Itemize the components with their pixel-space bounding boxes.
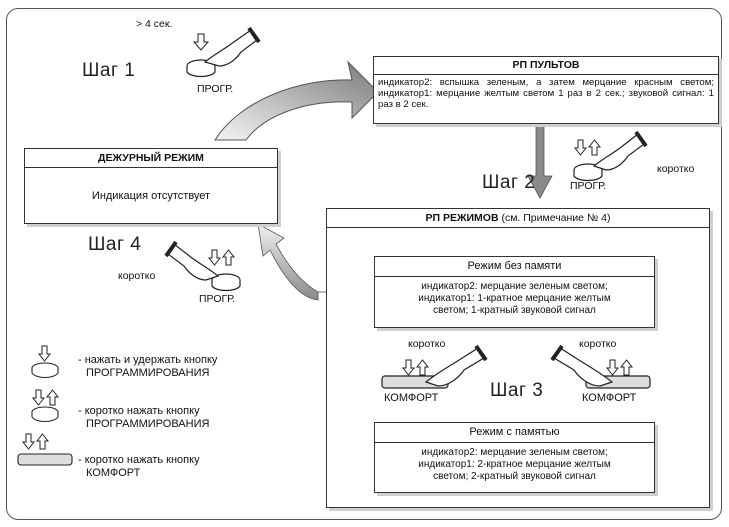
rp-rezhimov-title-rest: (см. Примечание № 4) (498, 212, 611, 224)
progr-label-2: ПРОГР. (570, 180, 607, 192)
rezhim-s-pamyatyu-line2: индикатор1: 2-кратное мерцание желтым (418, 459, 611, 470)
legend-item-2: - коротко нажать кнопку ПРОГРАММИРОВАНИЯ (78, 405, 209, 431)
rezhim-bez-pamyati-line1: индикатор2: мерцание зеленым светом; (421, 281, 608, 292)
step3-label: Шаг 3 (490, 380, 544, 401)
round-button-press-icon (31, 389, 60, 423)
legend-3-line2: КОМФОРТ (86, 467, 141, 479)
long-button-press-icon (17, 433, 73, 466)
rezhim-bez-pamyati-box: Режим без памяти индикатор2: мерцание зе… (374, 256, 655, 328)
step3-right-press-hand-icon (550, 344, 651, 389)
korotko-label-3-left: коротко (408, 338, 446, 350)
dezhurny-text: Индикация отсутствует (91, 190, 211, 202)
rezhim-s-pamyatyu-line3: светом; 2-кратный звуковой сигнал (433, 471, 596, 482)
round-button-hold-icon (31, 345, 59, 379)
legend-1-line2: ПРОГРАММИРОВАНИЯ (86, 367, 210, 379)
progr-label-4: ПРОГР. (199, 293, 236, 305)
rp-pultov-text: индикатор2: вспышка зеленым, а затем мер… (378, 77, 714, 110)
legend-item-1: - нажать и удержать кнопку ПРОГРАММИРОВА… (78, 354, 217, 380)
step1-label: Шаг 1 (82, 60, 136, 81)
gt4sec-label: > 4 сек. (136, 18, 173, 30)
komfort-label-right: КОМФОРТ (582, 392, 637, 404)
rp-pultov-title: РП ПУЛЬТОВ (374, 57, 718, 75)
step1-hold-hand-icon (186, 26, 261, 78)
step2-label: Шаг 2 (482, 172, 536, 193)
rezhim-s-pamyatyu-line1: индикатор2: мерцание зеленым светом; (421, 447, 608, 458)
korotko-label-3-right: коротко (579, 338, 617, 350)
legend-item-3: - коротко нажать кнопку КОМФОРТ (78, 454, 200, 480)
dezhurny-box: ДЕЖУРНЫЙ РЕЖИМ Индикация отсутствует (24, 148, 278, 224)
legend-2-line1: - коротко нажать кнопку (78, 405, 200, 417)
dezhurny-title: ДЕЖУРНЫЙ РЕЖИМ (25, 149, 277, 168)
legend-3-line1: - коротко нажать кнопку (78, 454, 200, 466)
rezhim-s-pamyatyu-title: Режим с памятью (375, 423, 654, 443)
legend-1-line1: - нажать и удержать кнопку (78, 354, 218, 366)
step4-label: Шаг 4 (88, 234, 142, 255)
korotko-label-4: коротко (118, 270, 156, 282)
rezhim-s-pamyatyu-box: Режим с памятью индикатор2: мерцание зел… (374, 422, 655, 493)
rp-pultov-box: РП ПУЛЬТОВ индикатор2: вспышка зеленым, … (373, 56, 719, 124)
legend-2-line2: ПРОГРАММИРОВАНИЯ (86, 418, 210, 430)
step4-short-press-hand-icon (164, 240, 241, 292)
diagram-frame (6, 8, 722, 520)
rezhim-bez-pamyati-line3: светом; 1-кратный звуковой сигнал (433, 305, 596, 316)
rp-rezhimov-title: РП РЕЖИМОВ (см. Примечание № 4) (327, 209, 709, 228)
komfort-label-left: КОМФОРТ (384, 392, 439, 404)
step2-short-press-hand-icon (573, 130, 648, 182)
korotko-label-2: коротко (657, 163, 695, 175)
rp-rezhimov-title-bold: РП РЕЖИМОВ (425, 212, 499, 224)
progr-label-1: ПРОГР. (197, 83, 234, 95)
rezhim-bez-pamyati-line2: индикатор1: 1-кратное мерцание желтым (418, 293, 611, 304)
rezhim-bez-pamyati-title: Режим без памяти (375, 257, 654, 277)
step3-left-press-hand-icon (381, 344, 488, 389)
